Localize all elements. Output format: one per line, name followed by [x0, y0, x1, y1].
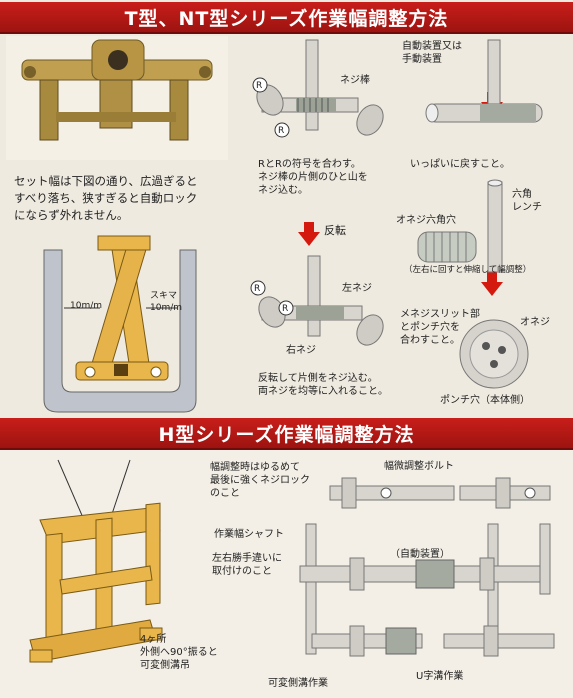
turn-note: （左右に回すと伸縮して幅調整）: [404, 265, 532, 275]
match-note-3: ネジ込む。: [258, 185, 308, 196]
return-fully: いっぱいに戻すこと。: [410, 159, 510, 170]
h-frame-icon: [29, 459, 163, 663]
intro-line-2: すべり落ち、狭すぎると自動ロック: [14, 191, 198, 205]
loosen-note-2: 最後に強くネジロック: [210, 475, 310, 486]
male-screw-circle: [459, 319, 529, 389]
slit-note-3: 合わすこと。: [400, 335, 460, 346]
loosen-note-3: のこと: [210, 488, 240, 499]
match-note-2: ネジ棒の片側のひと山を: [258, 172, 368, 183]
screw-rod-assembly-reverse: [250, 255, 384, 346]
auto-manual-2: 手動装置: [402, 54, 442, 65]
right-screw-label: 右ネジ: [286, 345, 316, 356]
slit-note-1: メネジスリット部: [400, 309, 480, 320]
hex-wrench-icon: [417, 179, 503, 273]
corner-note-1: 4ヶ所: [140, 634, 167, 645]
t-section-title-text: T型、NT型シリーズ作業幅調整方法: [124, 7, 449, 30]
mount-note-1: 左右勝手違いに: [212, 553, 282, 564]
auto-device-top-right: [425, 39, 543, 123]
fine-bolt-label: 幅微調整ボルト: [384, 461, 454, 472]
ditch-diagram: [43, 235, 197, 413]
variable-work-label: 可変側溝作業: [268, 678, 328, 689]
t-section-title: T型、NT型シリーズ作業幅調整方法: [0, 2, 573, 32]
h-mechanism-middle: [299, 523, 551, 655]
h-mechanism-bottom: [311, 625, 555, 657]
reverse-arrow-icon: [298, 222, 320, 246]
reverse-label: 反転: [324, 224, 346, 237]
slit-note-2: とポンチ穴を: [400, 322, 460, 333]
male-screw-label: オネジ: [520, 317, 550, 328]
r-mark-top-1: R: [256, 81, 263, 91]
punch-hole-label: ポンチ穴（本体側）: [440, 395, 530, 406]
screw-rod-label: ネジ棒: [340, 75, 370, 86]
hex-wrench-2: レンチ: [512, 202, 542, 213]
work-shaft-label: 作業幅シャフト: [214, 529, 284, 540]
h-mechanism-top: [329, 477, 551, 509]
dim-right-label: スキマ: [150, 291, 178, 301]
h-section-title: H型シリーズ作業幅調整方法: [0, 418, 573, 448]
r-mark-top-2: R: [278, 126, 285, 136]
clamp-photo-icon: [21, 39, 213, 141]
match-note-1: RとRの符号を合わす。: [258, 159, 361, 170]
left-screw-label: 左ネジ: [342, 283, 372, 294]
reverse-note-2: 両ネジを均等に入れること。: [258, 386, 388, 397]
dim-right: 10m/m: [150, 303, 183, 313]
h-section-title-text: H型シリーズ作業幅調整方法: [158, 423, 415, 446]
down-arrow-icon-lower: [481, 272, 503, 296]
auto-device-label: （自動装置）: [390, 549, 450, 560]
dim-left: 10m/m: [70, 301, 103, 311]
loosen-note-1: 幅調整時はゆるめて: [210, 462, 300, 473]
screw-rod-assembly-top: [252, 39, 384, 138]
corner-note-3: 可変側溝吊: [140, 660, 190, 671]
corner-note-2: 外側へ90°振ると: [140, 647, 218, 658]
r-mark-rev-2: R: [282, 304, 289, 314]
auto-manual-1: 自動装置又は: [402, 41, 462, 52]
reverse-note-1: 反転して片側をネジ込む。: [258, 373, 378, 384]
r-mark-rev-1: R: [254, 284, 261, 294]
u-work-label: U字溝作業: [416, 671, 464, 682]
screw-hex-hole: オネジ六角穴: [396, 215, 456, 226]
mount-note-2: 取付けのこと: [212, 566, 272, 577]
intro-line-3: にならず外れません。: [14, 208, 129, 222]
intro-line-1: セット幅は下図の通り、広過ぎると: [14, 174, 198, 188]
hex-wrench-1: 六角: [512, 189, 532, 200]
